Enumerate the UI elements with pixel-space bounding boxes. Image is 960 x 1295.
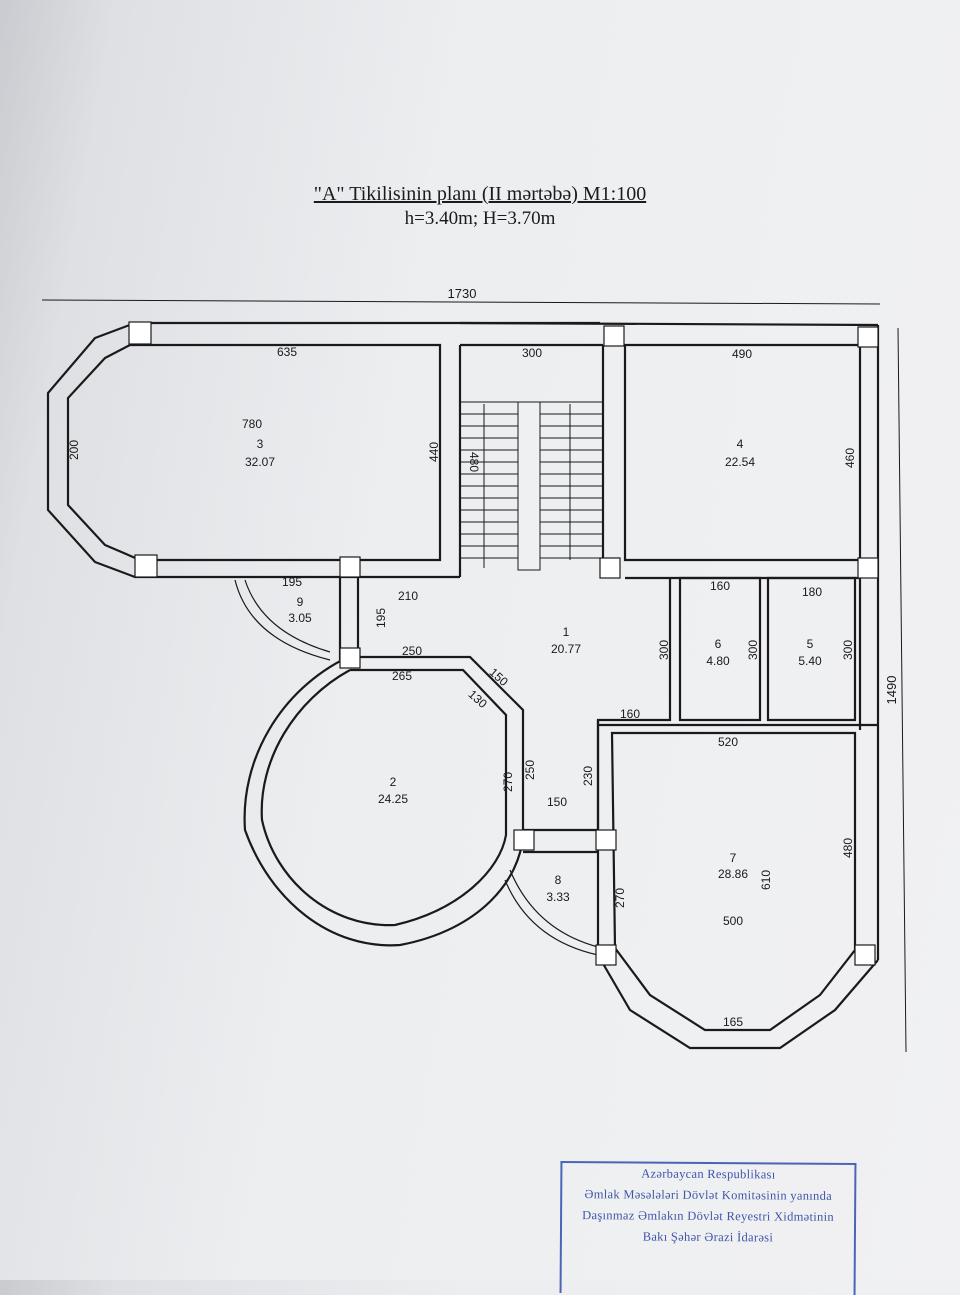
door-arc-8 (504, 869, 599, 956)
dim-label: 130 (466, 687, 490, 711)
dim-label: 500 (723, 914, 743, 928)
dim-label: 460 (843, 448, 857, 468)
dim-label: 250 (523, 760, 537, 780)
dim-label: 150 (487, 665, 511, 689)
dim-label: 520 (718, 735, 738, 749)
dim-label: 490 (732, 347, 752, 361)
door-arc-9 (234, 579, 331, 661)
room-2-inner-wall (260, 668, 508, 927)
official-stamp: Azərbaycan Respublikası Əmlak Məsələləri… (559, 1160, 857, 1295)
dim-label: 160 (710, 579, 730, 593)
room-2-outer-wall (243, 655, 525, 947)
room-9-area: 3.05 (288, 611, 312, 625)
room-5-number: 5 (807, 637, 814, 651)
room-7-area: 28.86 (718, 867, 748, 881)
dim-label: 180 (802, 585, 822, 599)
plan-title: "A" Tikilisinin planı (II mərtəbə) M1:10… (0, 183, 960, 206)
overall-width-line (41, 299, 881, 305)
room-4-number: 4 (737, 437, 744, 451)
room-2-number: 2 (390, 775, 397, 789)
overall-height-line (897, 327, 907, 1053)
room-6-wall (678, 576, 762, 722)
stamp-line-3: Daşınmaz Əmlakın Dövlət Reyestri Xidməti… (582, 1208, 835, 1224)
dim-label: 635 (277, 345, 297, 359)
dim-label: 150 (547, 795, 567, 809)
dim-label: 300 (746, 640, 760, 660)
room-9-wall (338, 577, 360, 660)
room-4-area: 22.54 (725, 455, 755, 469)
stamp-line-2: Əmlak Məsələləri Dövlət Komitəsinin yanı… (584, 1187, 833, 1203)
dim-label: 230 (581, 766, 595, 786)
room-3-number: 3 (257, 437, 264, 451)
dim-label: 200 (67, 440, 81, 460)
room-5-area: 5.40 (798, 654, 822, 668)
wall-columns (128, 321, 879, 966)
overall-width-label: 1730 (448, 286, 477, 301)
room-1-area: 20.77 (551, 642, 581, 656)
dim-label: 610 (759, 870, 773, 890)
dim-label: 265 (392, 669, 412, 683)
dim-label: 250 (402, 644, 422, 658)
room-5-wall (766, 576, 857, 722)
plan-title-text: "A" Tikilisinin planı (II mərtəbə) M1:10… (313, 183, 647, 205)
room-1-number: 1 (563, 625, 570, 639)
room-9-number: 9 (297, 595, 304, 609)
dim-label: 270 (613, 888, 627, 908)
stamp-line-4: Bakı Şəhər Ərazi İdarəsi (642, 1229, 774, 1245)
dim-label: 160 (620, 707, 640, 721)
room-3-area: 32.07 (245, 455, 275, 469)
room-6-area: 4.80 (706, 654, 730, 668)
dim-label: 480 (841, 838, 855, 858)
room-2-area: 24.25 (378, 792, 408, 806)
overall-height-label: 1490 (884, 676, 899, 705)
stamp-line-1: Azərbaycan Respublikası (641, 1166, 776, 1182)
dim-label: 300 (657, 640, 671, 660)
room-7-number: 7 (730, 851, 737, 865)
dim-label: 270 (501, 772, 515, 792)
north-wall (459, 321, 879, 327)
dim-label: 300 (841, 640, 855, 660)
room-7-inner-wall (610, 731, 857, 1032)
dim-label: 165 (723, 1015, 743, 1029)
room-3-inner-wall (66, 343, 442, 562)
room-8-number: 8 (555, 873, 562, 887)
plan-subtitle: h=3.40m; H=3.70m (404, 208, 556, 229)
room-8-wall (523, 828, 598, 854)
dim-label: 780 (242, 417, 262, 431)
stair-treads (460, 401, 603, 571)
room-8-area: 3.33 (546, 890, 570, 904)
dim-label: 195 (374, 608, 388, 628)
dim-label: 300 (522, 346, 542, 360)
dim-label: 210 (398, 589, 418, 603)
room-4-inner-wall (623, 343, 862, 562)
dim-label: 195 (282, 575, 302, 589)
room-7-outer-wall (596, 720, 879, 1050)
dim-label: 440 (427, 442, 441, 462)
stair-walls (458, 345, 605, 577)
room-6-number: 6 (715, 637, 722, 651)
dim-label: 480 (467, 452, 481, 472)
